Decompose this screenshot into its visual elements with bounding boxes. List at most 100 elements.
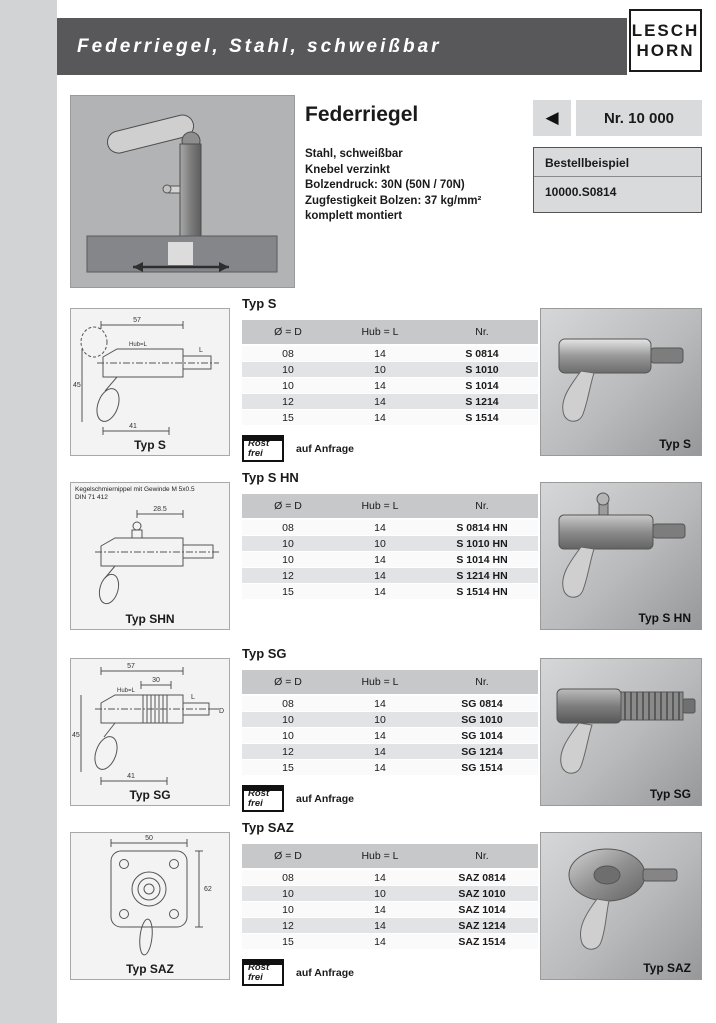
table-cell: 08 (282, 521, 294, 534)
table-cell: 10 (374, 713, 386, 726)
svg-text:30: 30 (152, 677, 160, 684)
table-row: 10 14 SG 1014 (242, 727, 538, 744)
photo-label: Typ SAZ (643, 961, 691, 975)
table-header-row: Ø = D Hub = L Nr. (242, 844, 538, 870)
table-cell: 10 (282, 379, 294, 392)
section-title: Typ S HN (242, 470, 299, 485)
table-row: 10 10 SG 1010 (242, 711, 538, 728)
drawing-label: Typ SAZ (126, 962, 174, 976)
table-cell: S 1014 HN (456, 553, 508, 566)
rostfrei-note: auf Anfrage (296, 966, 354, 979)
table-cell: S 1514 HN (456, 585, 508, 598)
company-logo: LESCH HORN (629, 9, 702, 72)
table-cell: 14 (374, 521, 386, 534)
table-cell: 14 (374, 395, 386, 408)
typ-saz-drawing: 50 62 Typ SAZ (70, 832, 230, 980)
article-number: Nr. 10 000 (576, 100, 702, 136)
page-title: Federriegel, Stahl, schweißbar (77, 35, 442, 57)
table-cell: SG 1010 (461, 713, 503, 726)
table-cell: 08 (282, 697, 294, 710)
table-cell: 14 (374, 919, 386, 932)
section-typ-s: 57 Hub=L L 41 45 Typ S Typ S Ø = D Hub =… (70, 296, 702, 464)
table-cell: S 1010 (465, 363, 499, 376)
typ-s-drawing-image: 57 Hub=L L 41 45 (73, 317, 219, 435)
rostfrei-note: auf Anfrage (296, 792, 354, 805)
typ-sg-drawing: 57 30 Hub=L L D 41 45 Typ SG (70, 658, 230, 806)
svg-text:50: 50 (145, 835, 153, 842)
prev-arrow-icon: ◀ (533, 100, 571, 136)
col-number: Nr. (426, 670, 538, 696)
rostfrei-badge-icon: Rost frei (242, 959, 284, 986)
photo-label: Typ SG (649, 787, 691, 801)
table-cell: S 1214 HN (456, 569, 508, 582)
table-cell: 14 (374, 729, 386, 742)
svg-text:45: 45 (73, 382, 81, 389)
spec-line: Stahl, schweißbar (305, 148, 403, 160)
svg-text:28.5: 28.5 (153, 506, 167, 513)
spec-line: komplett montiert (305, 210, 403, 222)
svg-text:45: 45 (72, 732, 80, 739)
spec-line: Zugfestigkeit Bolzen: 37 kg/mm² (305, 194, 482, 207)
svg-text:57: 57 (127, 663, 135, 670)
order-example-box: Bestellbeispiel 10000.S0814 (533, 147, 702, 213)
typ-shn-photo: Typ S HN (540, 482, 702, 630)
rostfrei-badge-icon: Rost frei (242, 435, 284, 462)
table-cell: 10 (374, 887, 386, 900)
typ-sg-photo: Typ SG (540, 658, 702, 806)
table-cell: 10 (282, 713, 294, 726)
table-cell: 10 (282, 887, 294, 900)
rostfrei-badge-icon: Rost frei (242, 785, 284, 812)
order-example-label: Bestellbeispiel (534, 148, 701, 177)
table-cell: 15 (282, 761, 294, 774)
svg-text:57: 57 (133, 317, 141, 324)
table-cell: SG 1014 (461, 729, 503, 742)
typ-s-photo: Typ S (540, 308, 702, 456)
section-title: Typ S (242, 296, 277, 311)
logo-line1: LESCH (631, 20, 700, 40)
svg-text:62: 62 (204, 886, 212, 893)
typ-sg-photo-image (556, 688, 696, 774)
product-photo (70, 95, 295, 288)
rostfrei-row: Rost frei auf Anfrage (242, 785, 538, 812)
svg-text:Hub=L: Hub=L (117, 688, 136, 694)
table-cell: 14 (374, 697, 386, 710)
col-diameter: Ø = D (242, 320, 334, 346)
table-cell: 14 (374, 411, 386, 424)
col-diameter: Ø = D (242, 844, 334, 870)
typ-s-drawing: 57 Hub=L L 41 45 Typ S (70, 308, 230, 456)
svg-text:Hub=L: Hub=L (129, 342, 148, 348)
table-cell: 12 (282, 919, 294, 932)
page-header: Federriegel, Stahl, schweißbar (57, 18, 627, 75)
table-cell: 15 (282, 585, 294, 598)
table-cell: 14 (374, 935, 386, 948)
table-cell: SAZ 1014 (458, 903, 506, 916)
table-cell: 14 (374, 379, 386, 392)
table-cell: 14 (374, 903, 386, 916)
table-cell: 14 (374, 745, 386, 758)
table-cell: SAZ 0814 (458, 871, 506, 884)
col-stroke: Hub = L (334, 494, 426, 520)
col-stroke: Hub = L (334, 320, 426, 346)
table-cell: 10 (282, 729, 294, 742)
typ-shn-photo-image (558, 492, 686, 598)
col-number: Nr. (426, 494, 538, 520)
table-cell: 14 (374, 347, 386, 360)
table-cell: S 1514 (465, 411, 499, 424)
